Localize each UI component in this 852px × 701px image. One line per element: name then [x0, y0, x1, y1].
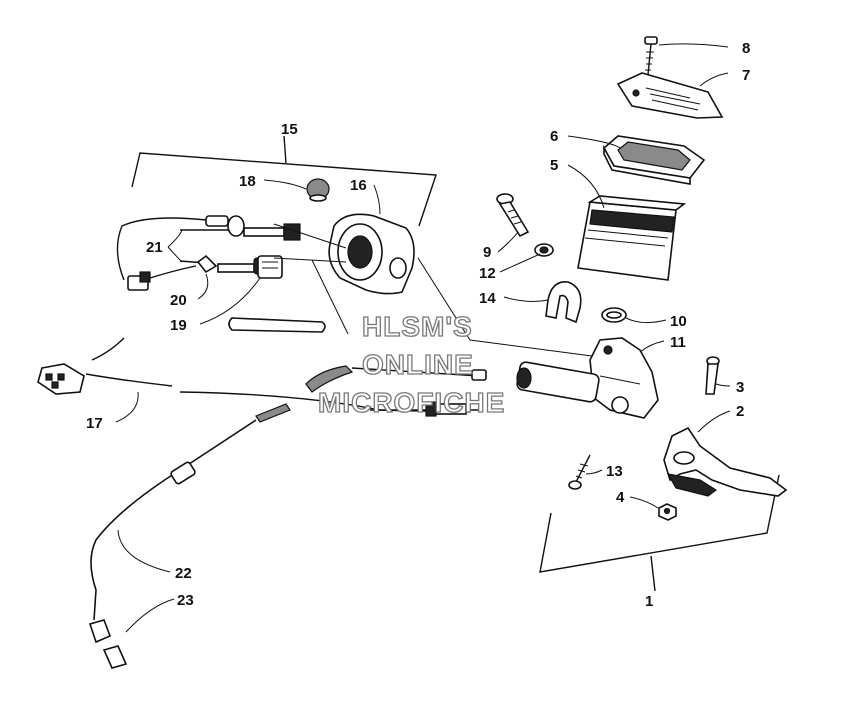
- callout-4: 4: [616, 489, 625, 506]
- callout-6: 6: [550, 128, 558, 145]
- callout-17: 17: [86, 415, 103, 432]
- callout-8: 8: [742, 40, 750, 57]
- watermark: HLSM'S ONLINE MICROFICHE: [317, 310, 505, 418]
- connector-part-20: [127, 265, 197, 291]
- callout-16: 16: [350, 177, 367, 194]
- brake-line-part-22: [90, 403, 291, 621]
- o-ring-part-10: [601, 307, 627, 323]
- callout-5: 5: [550, 157, 558, 174]
- watermark-line-1: HLSM'S: [362, 311, 473, 342]
- callout-7: 7: [742, 67, 750, 84]
- plug-part-19: [257, 255, 283, 279]
- callout-12: 12: [479, 265, 496, 282]
- callout-23: 23: [177, 592, 194, 609]
- callout-9: 9: [483, 244, 491, 261]
- screw-part-13: [568, 454, 591, 490]
- clamp-part-14: [545, 281, 582, 324]
- spacer-tube: [228, 317, 326, 333]
- washer-part-12: [534, 243, 554, 257]
- bolt-part-9: [496, 193, 530, 238]
- callout-22: 22: [175, 565, 192, 582]
- pivot-bolt-part-3: [705, 356, 720, 395]
- throttle-cable: [305, 365, 487, 417]
- label-plate-part-7: [616, 72, 724, 119]
- switch-housing-part-16: [328, 213, 415, 295]
- callout-18: 18: [239, 173, 256, 190]
- callout-15: 15: [281, 121, 298, 138]
- cover-gasket-part-6: [602, 135, 706, 185]
- callout-13: 13: [606, 463, 623, 480]
- knob-part-18: [306, 178, 330, 202]
- callout-1: 1: [645, 593, 653, 610]
- callout-20: 20: [170, 292, 187, 309]
- reservoir-part-5: [577, 195, 687, 281]
- nut-part-4: [658, 503, 677, 521]
- callout-labels: 8 7 6 5 9 12 14 10 11 3 2 13 4 1 15 16 1…: [86, 40, 750, 610]
- callout-21: 21: [146, 239, 163, 256]
- wiring-harness-part-17: [37, 217, 480, 411]
- master-cylinder-part-11: [516, 337, 659, 419]
- watermark-line-3: MICROFICHE: [318, 387, 505, 418]
- callout-10: 10: [670, 313, 687, 330]
- callout-3: 3: [736, 379, 744, 396]
- callout-14: 14: [479, 290, 496, 307]
- assembly-bracket-1: [539, 474, 780, 592]
- watermark-line-2: ONLINE: [362, 349, 474, 380]
- leader-lines: [115, 43, 731, 633]
- callout-19: 19: [170, 317, 187, 334]
- brake-lever-part-2: [663, 426, 788, 497]
- fitting-part-23: [88, 619, 128, 669]
- assembly-bracket-15: [131, 135, 437, 227]
- callout-11: 11: [670, 334, 686, 351]
- callout-2: 2: [736, 403, 744, 420]
